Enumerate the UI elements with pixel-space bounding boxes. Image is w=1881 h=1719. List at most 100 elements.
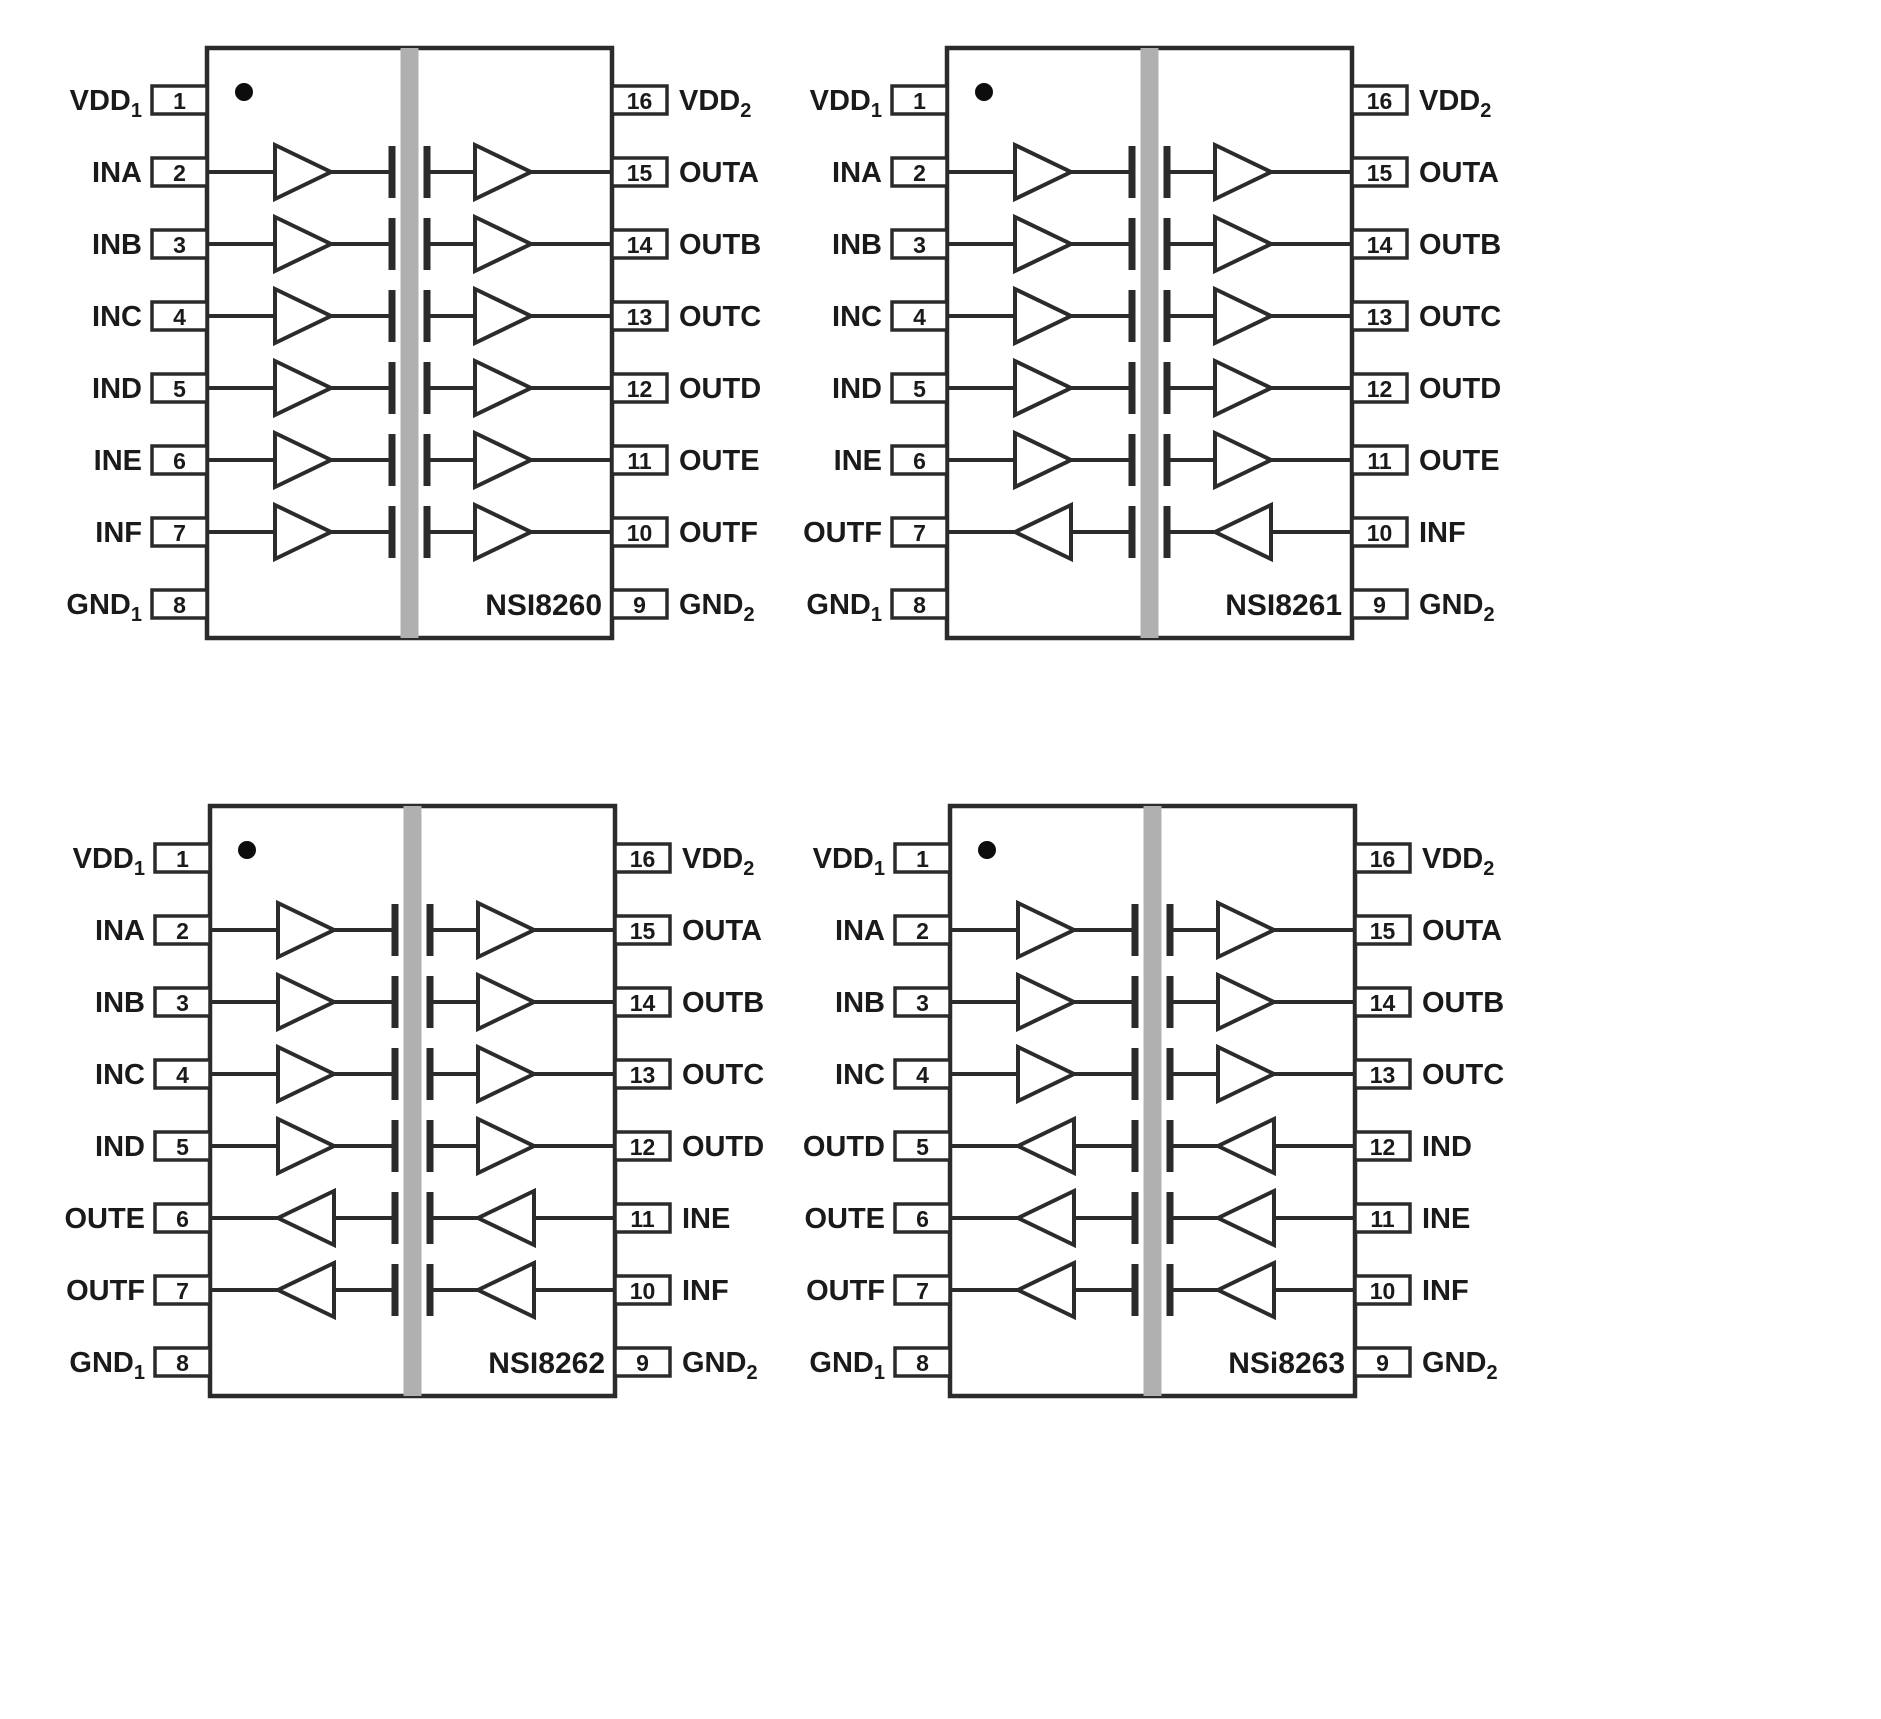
buffer-triangle-forward: [473, 213, 536, 275]
pin-label: OUTE: [804, 1203, 885, 1235]
buffer-triangle-forward: [473, 501, 536, 563]
pin-label: INB: [92, 229, 142, 261]
buffer-triangle-forward: [1013, 429, 1076, 491]
pin-number: 8: [916, 1350, 929, 1376]
pin-label: VDD2: [1419, 85, 1491, 122]
pin-number: 4: [173, 304, 186, 330]
pin-label: OUTD: [1419, 373, 1501, 405]
pin-number: 3: [176, 990, 189, 1016]
buffer-triangle-forward: [473, 285, 536, 347]
pin-box: [150, 372, 209, 404]
pin-number: 5: [916, 1134, 929, 1160]
pin1-dot: [975, 83, 993, 101]
buffer-triangle-reverse: [473, 1187, 536, 1249]
pin-number: 2: [173, 160, 186, 186]
pin-box: [1350, 588, 1409, 620]
pin-box: [153, 1202, 212, 1234]
pin-number: 9: [1376, 1350, 1389, 1376]
pin-number: 9: [1373, 592, 1386, 618]
pin-label: INB: [832, 229, 882, 261]
pin-box: [1350, 444, 1409, 476]
pin-number: 15: [627, 160, 653, 186]
isolation-barrier: [1143, 806, 1162, 1396]
buffer-triangle-forward: [473, 429, 536, 491]
pin-box: [153, 1130, 212, 1162]
buffer-triangle-reverse: [273, 1187, 336, 1249]
pin-number: 15: [1367, 160, 1393, 186]
buffer-triangle-reverse: [273, 1259, 336, 1321]
buffer-triangle-forward: [273, 357, 336, 419]
pin-number: 12: [627, 376, 653, 402]
buffer-triangle-forward: [276, 1043, 339, 1105]
pin-label: GND2: [682, 1347, 758, 1384]
pin-number: 14: [627, 232, 653, 258]
pin-number: 2: [916, 918, 929, 944]
pin-box: [890, 300, 949, 332]
pin-label: VDD1: [70, 85, 142, 122]
pin-box: [1350, 300, 1409, 332]
pin-label: VDD2: [682, 843, 754, 880]
pin-number: 7: [176, 1278, 189, 1304]
pin-number: 11: [1370, 1206, 1395, 1232]
pin-box: [890, 228, 949, 260]
pin-box: [1353, 1346, 1412, 1378]
pin-label: OUTF: [803, 517, 882, 549]
pin-number: 16: [1367, 88, 1393, 114]
buffer-triangle-forward: [473, 357, 536, 419]
pin-box: [893, 1274, 952, 1306]
buffer-triangle-forward: [1013, 213, 1076, 275]
buffer-triangle-forward: [273, 285, 336, 347]
pin-label: GND2: [1419, 589, 1495, 626]
buffer-triangle-reverse: [1213, 1115, 1276, 1177]
pin-label: OUTA: [1419, 157, 1499, 189]
pin-box: [150, 588, 209, 620]
pin-label: GND1: [806, 589, 882, 626]
pin-label: OUTA: [679, 157, 759, 189]
pin-number: 7: [916, 1278, 929, 1304]
pin-number: 13: [630, 1062, 656, 1088]
pin-label: OUTB: [1419, 229, 1501, 261]
buffer-triangle-reverse: [473, 1259, 536, 1321]
pin-number: 8: [913, 592, 926, 618]
pin-box: [610, 84, 669, 116]
pin-number: 12: [630, 1134, 656, 1160]
pin-number: 3: [173, 232, 186, 258]
pin-box: [890, 588, 949, 620]
pin-box: [150, 84, 209, 116]
pin-label: OUTB: [679, 229, 761, 261]
pin-box: [613, 1346, 672, 1378]
pin-label: INF: [682, 1275, 729, 1307]
pin-number: 6: [913, 448, 926, 474]
pin-number: 1: [176, 846, 189, 872]
pin-label: OUTB: [1422, 987, 1504, 1019]
pin-label: IND: [95, 1131, 145, 1163]
pin-number: 16: [630, 846, 656, 872]
pin-label: INF: [1422, 1275, 1469, 1307]
pin-box: [613, 1058, 672, 1090]
isolation-barrier: [400, 48, 419, 638]
buffer-triangle-forward: [476, 1043, 539, 1105]
pin-number: 12: [1370, 1134, 1396, 1160]
pin-label: INC: [832, 301, 882, 333]
pin-box: [153, 1058, 212, 1090]
buffer-triangle-forward: [1213, 357, 1276, 419]
pin-label: GND1: [66, 589, 142, 626]
pin-label: INB: [95, 987, 145, 1019]
pin-number: 5: [913, 376, 926, 402]
pin-box: [893, 986, 952, 1018]
pin-label: INA: [95, 915, 145, 947]
pin-box: [153, 1346, 212, 1378]
pin-label: OUTD: [679, 373, 761, 405]
pin-box: [1350, 84, 1409, 116]
pin-number: 14: [1370, 990, 1396, 1016]
pin-number: 10: [1367, 520, 1393, 546]
pin-number: 4: [913, 304, 926, 330]
pin-number: 13: [627, 304, 653, 330]
pin-number: 13: [1367, 304, 1393, 330]
pin-number: 9: [636, 1350, 649, 1376]
pin-label: GND1: [69, 1347, 145, 1384]
pin-number: 1: [916, 846, 929, 872]
